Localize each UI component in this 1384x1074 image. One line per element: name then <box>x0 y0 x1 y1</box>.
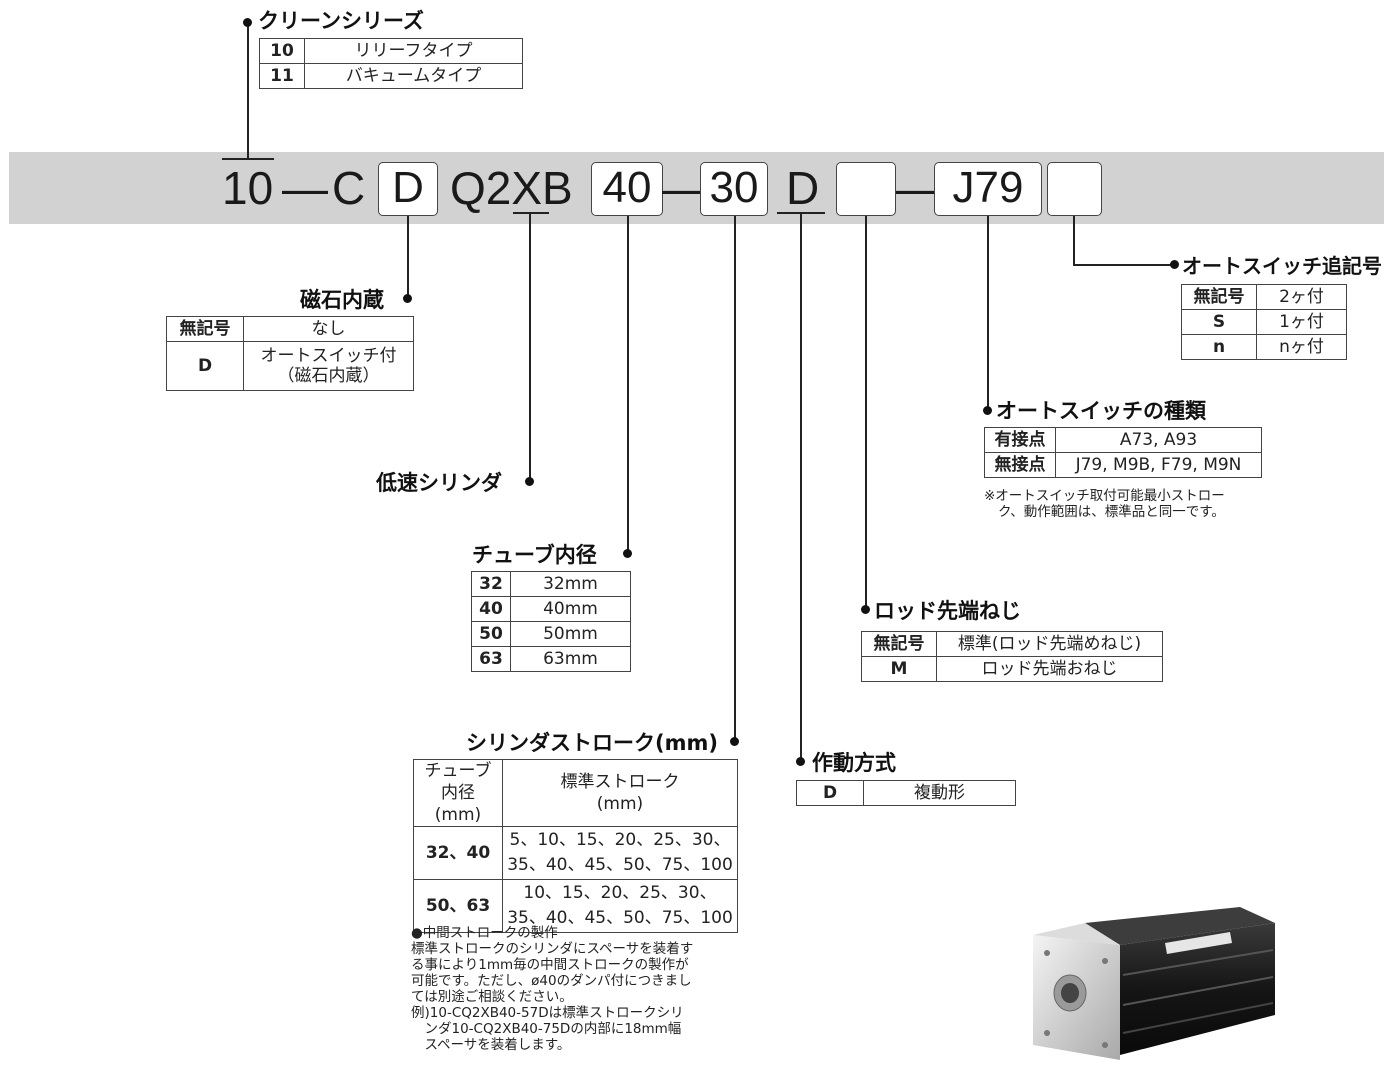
leader-switch-type <box>987 216 989 410</box>
switch-count-heading: オートスイッチ追記号 <box>1182 254 1382 278</box>
leader-rod-end <box>865 216 867 609</box>
leader-stroke <box>734 216 736 742</box>
code-series: 10 <box>222 162 274 214</box>
bullet-dot <box>243 18 252 27</box>
stroke-heading: シリンダストローク(mm) <box>466 731 718 755</box>
magnet-heading: 磁石内蔵 <box>300 288 384 312</box>
model-code-bar <box>9 152 1384 224</box>
switch-type-heading: オートスイッチの種類 <box>996 399 1206 423</box>
cylinder-drawing <box>1033 907 1275 1060</box>
bullet-dot <box>623 549 632 558</box>
leader-clean-series <box>247 23 249 158</box>
table-row: 無記号なし <box>166 316 414 342</box>
table-header: チューブ内径(mm) 標準ストローク(mm) <box>413 759 738 827</box>
clean-series-heading: クリーンシリーズ <box>258 9 424 33</box>
leader-action <box>800 214 802 762</box>
bullet-dot <box>403 294 412 303</box>
table-row: 32、40 5、10、15、20、25、30、35、40、45、50、75、10… <box>413 826 738 880</box>
leader-low-speed <box>529 214 531 482</box>
code-action: D <box>786 162 820 214</box>
code-box-switch: J79 <box>934 162 1042 216</box>
leader-switch-count-h <box>1073 264 1173 266</box>
code-box-bore: 40 <box>591 162 663 216</box>
magnet-table: 無記号なし D オートスイッチ付（磁石内蔵） <box>166 316 414 391</box>
series-overline <box>222 158 274 160</box>
bullet-dot <box>1170 260 1179 269</box>
code-model: Q2XB <box>450 162 573 214</box>
leader-bore <box>627 216 629 553</box>
code-box-rod <box>836 162 896 216</box>
code-box-switch-count <box>1047 162 1102 216</box>
table-row: 50、63 10、15、20、25、30、35、40、45、50、75、100 <box>413 879 738 933</box>
bullet-dot <box>525 477 534 486</box>
bullet-dot <box>796 757 805 766</box>
rod-end-heading: ロッド先端ねじ <box>874 599 1021 623</box>
code-dash-1: — <box>282 162 328 214</box>
action-underline <box>777 212 825 214</box>
switch-type-note: ※オートスイッチ取付可能最小ストロー ク、動作範囲は、標準品と同一です。 <box>984 488 1225 520</box>
stroke-table: チューブ内径(mm) 標準ストローク(mm) 32、40 5、10、15、20、… <box>413 759 738 933</box>
leader-switch-count <box>1073 216 1075 266</box>
code-clean: C <box>332 162 366 214</box>
code-box-magnet: D <box>378 162 438 216</box>
leader-magnet <box>407 216 409 298</box>
bore-heading: チューブ内径 <box>472 543 597 567</box>
bullet-dot <box>861 605 870 614</box>
table-row: 無記号標準(ロッド先端めねじ) <box>861 631 1163 657</box>
action-heading: 作動方式 <box>812 751 896 775</box>
stroke-note: ●中間ストロークの製作 標準ストロークのシリンダにスペーサを装着す る事により1… <box>411 925 694 1053</box>
table-row: D オートスイッチ付（磁石内蔵） <box>166 341 414 391</box>
bullet-dot <box>730 737 739 746</box>
cylinder-product-image <box>1025 905 1280 1070</box>
model-underline <box>513 212 549 214</box>
code-box-stroke: 30 <box>700 162 768 216</box>
bullet-dot <box>983 406 992 415</box>
low-speed-heading: 低速シリンダ <box>376 471 502 495</box>
